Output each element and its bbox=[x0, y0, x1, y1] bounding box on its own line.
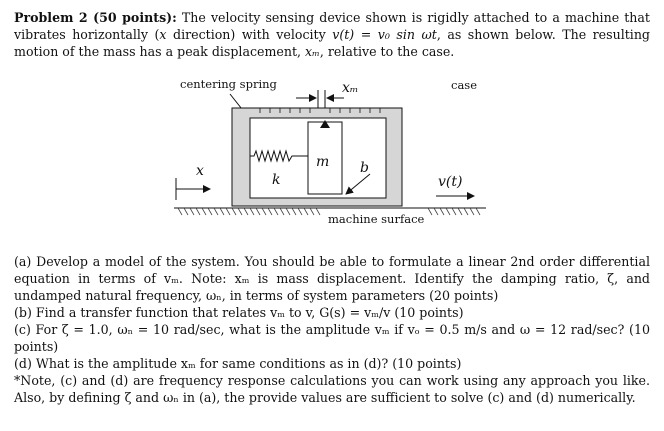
label-k: k bbox=[272, 172, 280, 188]
question-b: (b) Find a transfer function that relate… bbox=[14, 305, 464, 320]
label-machine-surface: machine surface bbox=[328, 212, 425, 226]
statement-part-1: The velocity sensing device shown is rig… bbox=[14, 10, 650, 42]
label-centering-spring: centering spring bbox=[180, 77, 278, 91]
statement-part-2: direction) with velocity bbox=[166, 27, 333, 42]
label-case: case bbox=[451, 78, 477, 92]
problem-heading: Problem 2 (50 points): bbox=[14, 10, 177, 25]
mass-pointer bbox=[320, 120, 330, 128]
device-figure: centering spring xₘ case k m b x v(t) bbox=[174, 77, 486, 226]
velocity-expression: v(t) = v₀ sin ωt bbox=[332, 27, 437, 42]
machine-surface-hatching bbox=[177, 207, 481, 216]
questions-section: (a) Develop a model of the system. You s… bbox=[14, 253, 650, 406]
statement-part-3: , as shown below. The resulting motion o… bbox=[14, 27, 650, 59]
label-vt: v(t) bbox=[438, 174, 462, 190]
question-d: (d) What is the amplitude xₘ for same co… bbox=[14, 356, 462, 371]
spring bbox=[250, 149, 308, 163]
question-note: *Note, (c) and (d) are frequency respons… bbox=[14, 373, 650, 405]
question-c: (c) For ζ = 1.0, ωₙ = 10 rad/sec, what i… bbox=[14, 322, 650, 354]
question-a: (a) Develop a model of the system. You s… bbox=[14, 254, 650, 303]
label-xm: xₘ bbox=[342, 80, 358, 96]
mass-block bbox=[307, 121, 343, 195]
statement-part-4: , relative to the case. bbox=[319, 44, 455, 59]
problem-statement: Problem 2 (50 points): The velocity sens… bbox=[14, 9, 650, 60]
case-ruler-ticks bbox=[259, 108, 381, 113]
damper-pointer bbox=[345, 173, 371, 195]
label-b: b bbox=[360, 160, 369, 176]
xm-variable: xₘ bbox=[305, 44, 320, 59]
label-m: m bbox=[316, 154, 329, 170]
label-x: x bbox=[196, 163, 204, 179]
x-variable: x bbox=[159, 27, 167, 42]
